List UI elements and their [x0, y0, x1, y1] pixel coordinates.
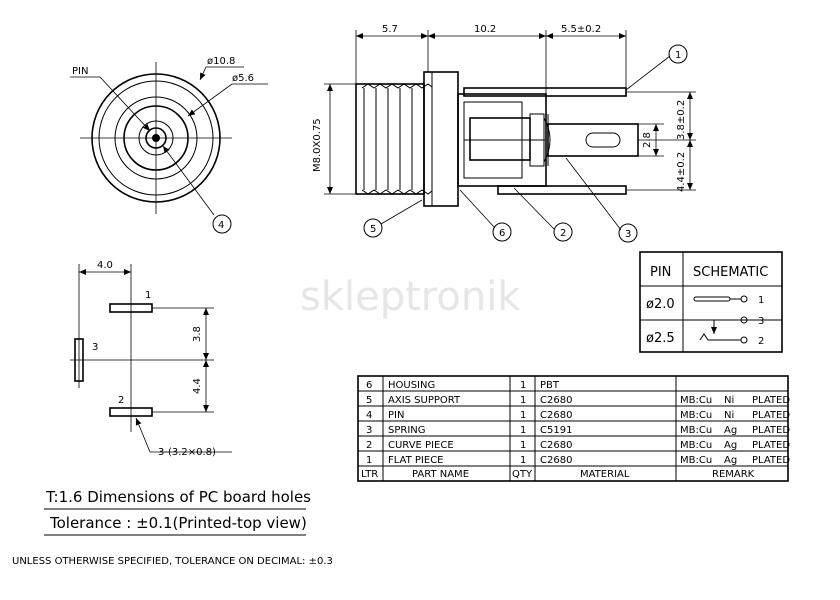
bom-cell-qty: 1 [520, 410, 526, 421]
schematic-row-2-0: ø2.0 [646, 297, 675, 312]
schematic-table [639, 251, 783, 353]
callout-1: 1 [675, 50, 681, 61]
bom-cell-remark-base: MB:Cu [680, 425, 712, 436]
bom-cell-part-name: HOUSING [388, 380, 435, 391]
bom-cell-qty: 1 [520, 440, 526, 451]
outer-diameter-label: ø10.8 [207, 56, 235, 67]
bom-cell-remark-plating: Ni [724, 410, 734, 421]
bom-table [357, 375, 789, 482]
bom-cell-part-name: FLAT PIECE [388, 455, 444, 466]
schematic-header-pin: PIN [650, 265, 671, 280]
general-tolerance-note: UNLESS OTHERWISE SPECIFIED, TOLERANCE ON… [12, 556, 333, 567]
terminal-3: 3 [758, 316, 764, 327]
thread-dim-label: M8.0X0.75 [312, 118, 323, 172]
dim-10-2: 10.2 [474, 24, 496, 35]
bom-cell-qty: 1 [520, 455, 526, 466]
bom-cell-remark-plating: Ni [724, 395, 734, 406]
front-view [70, 62, 268, 234]
dim-5-5: 5.5±0.2 [561, 24, 601, 35]
bom-cell-remark-base: MB:Cu [680, 395, 712, 406]
callout-6: 6 [499, 228, 505, 239]
dim-4-0: 4.0 [97, 260, 113, 271]
bom-cell-part-name: PIN [388, 410, 404, 421]
dim-5-7: 5.7 [382, 24, 398, 35]
bom-cell-qty: 1 [520, 380, 526, 391]
bom-cell-ltr: 5 [366, 395, 372, 406]
bom-cell-remark-finish: PLATED [752, 410, 790, 421]
callout-2: 2 [560, 228, 566, 239]
bom-cell-part-name: SPRING [388, 425, 426, 436]
bom-cell-material: PBT [540, 380, 560, 391]
dim-4-4: 4.4±0.2 [676, 152, 687, 192]
terminal-2: 2 [758, 336, 764, 347]
pad-label-3: 3 [92, 342, 98, 353]
bom-cell-ltr: 2 [366, 440, 372, 451]
bom-cell-material: C5191 [540, 425, 572, 436]
pin-label: PIN [72, 66, 88, 77]
pad-size-note: 3-(3.2×0.8) [158, 447, 216, 458]
bom-cell-material: C2680 [540, 440, 572, 451]
bom-cell-remark-finish: PLATED [752, 440, 790, 451]
bom-header-ltr: LTR [361, 469, 378, 480]
bom-cell-remark-base: MB:Cu [680, 455, 712, 466]
terminal-1: 1 [758, 295, 764, 306]
bom-cell-material: C2680 [540, 395, 572, 406]
bom-cell-remark-finish: PLATED [752, 395, 790, 406]
bom-cell-qty: 1 [520, 425, 526, 436]
bom-cell-remark-finish: PLATED [752, 455, 790, 466]
bom-header-part-name: PART NAME [412, 469, 469, 480]
bom-cell-qty: 1 [520, 395, 526, 406]
bom-header-remark: REMARK [712, 469, 755, 480]
dim-3-8: 3.8±0.2 [676, 100, 687, 140]
bom-cell-part-name: CURVE PIECE [388, 440, 454, 451]
bom-cell-remark-finish: PLATED [752, 425, 790, 436]
bom-cell-ltr: 4 [366, 410, 372, 421]
bom-cell-remark-base: MB:Cu [680, 440, 712, 451]
bom-cell-part-name: AXIS SUPPORT [388, 395, 461, 406]
pad-label-1: 1 [145, 290, 151, 301]
inner-diameter-label: ø5.6 [232, 73, 254, 84]
callout-5: 5 [370, 224, 376, 235]
pcb-hole-layout [70, 264, 232, 453]
bom-cell-remark-base: MB:Cu [680, 410, 712, 421]
callout-4: 4 [218, 220, 224, 231]
pad-label-2: 2 [118, 395, 124, 406]
callout-3: 3 [625, 229, 631, 240]
watermark: skleptronik [300, 274, 521, 320]
bom-cell-remark-plating: Ag [724, 425, 737, 436]
pcb-holes-title: T:1.6 Dimensions of PC board holes [45, 488, 311, 506]
bom-header-qty: QTY [512, 469, 533, 480]
bom-cell-ltr: 3 [366, 425, 372, 436]
bom-cell-ltr: 1 [366, 455, 372, 466]
bom-cell-material: C2680 [540, 455, 572, 466]
dim-3-8-pcb: 3.8 [192, 326, 203, 342]
bom-cell-ltr: 6 [366, 380, 372, 391]
bom-cell-remark-plating: Ag [724, 455, 737, 466]
bom-header-material: MATERIAL [580, 469, 630, 480]
dim-4-4-pcb: 4.4 [192, 378, 203, 394]
schematic-row-2-5: ø2.5 [646, 331, 675, 346]
schematic-header-schematic: SCHEMATIC [693, 265, 768, 280]
dim-2-8: 2.8 [642, 132, 653, 148]
side-view [324, 30, 696, 243]
bom-cell-material: C2680 [540, 410, 572, 421]
tolerance-note: Tolerance : ±0.1(Printed-top view) [49, 514, 307, 532]
bom-cell-remark-plating: Ag [724, 440, 737, 451]
